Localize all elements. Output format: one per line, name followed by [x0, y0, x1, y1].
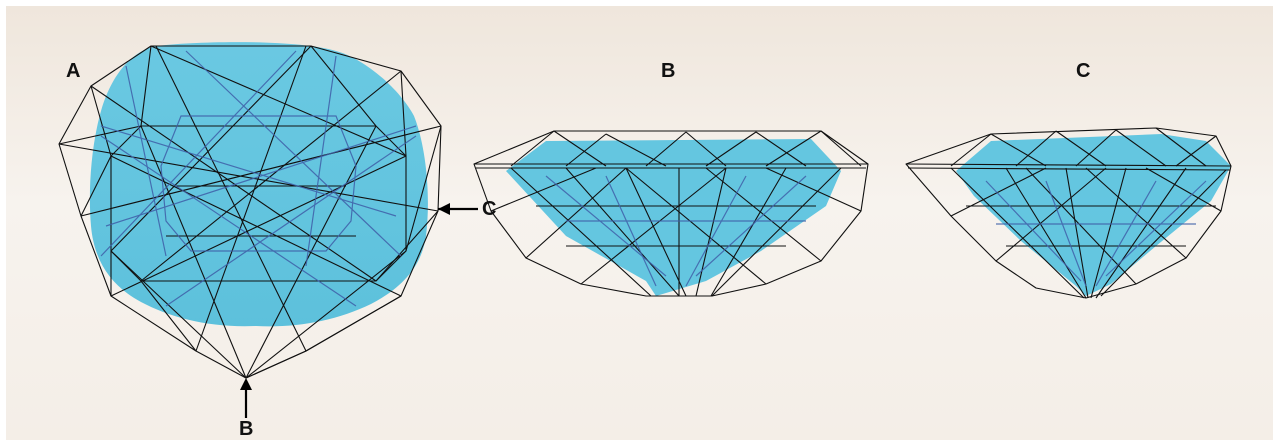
view-a-blue-body [89, 42, 428, 327]
side-pointer-label: C [482, 198, 497, 220]
view-c-label: C [1076, 60, 1091, 82]
view-a-label: A [66, 60, 81, 82]
view-c-gem [905, 127, 1232, 299]
view-a-blue-facets [100, 50, 417, 307]
figure-panel: A B C C B [6, 6, 1273, 440]
bottom-pointer-label: B [239, 418, 254, 440]
view-c-pavilion-lines [950, 167, 1227, 299]
view-b-pavilion-lines [490, 167, 862, 297]
gem-diagram [58, 42, 1232, 418]
view-a-gem [58, 42, 442, 379]
view-b-blue-body [506, 139, 841, 296]
view-b-blue-facets [545, 175, 807, 287]
view-b-label: B [661, 60, 676, 82]
view-b-crown-lines [510, 130, 862, 167]
view-c-blue-facets [985, 180, 1207, 287]
arrow-up-pointer [240, 378, 252, 418]
view-c-blue-body [956, 134, 1231, 296]
view-b-gem [473, 130, 869, 297]
arrow-right-pointer [438, 203, 478, 215]
view-a-facet-lines [58, 45, 442, 379]
view-c-crown-lines [950, 127, 1217, 167]
